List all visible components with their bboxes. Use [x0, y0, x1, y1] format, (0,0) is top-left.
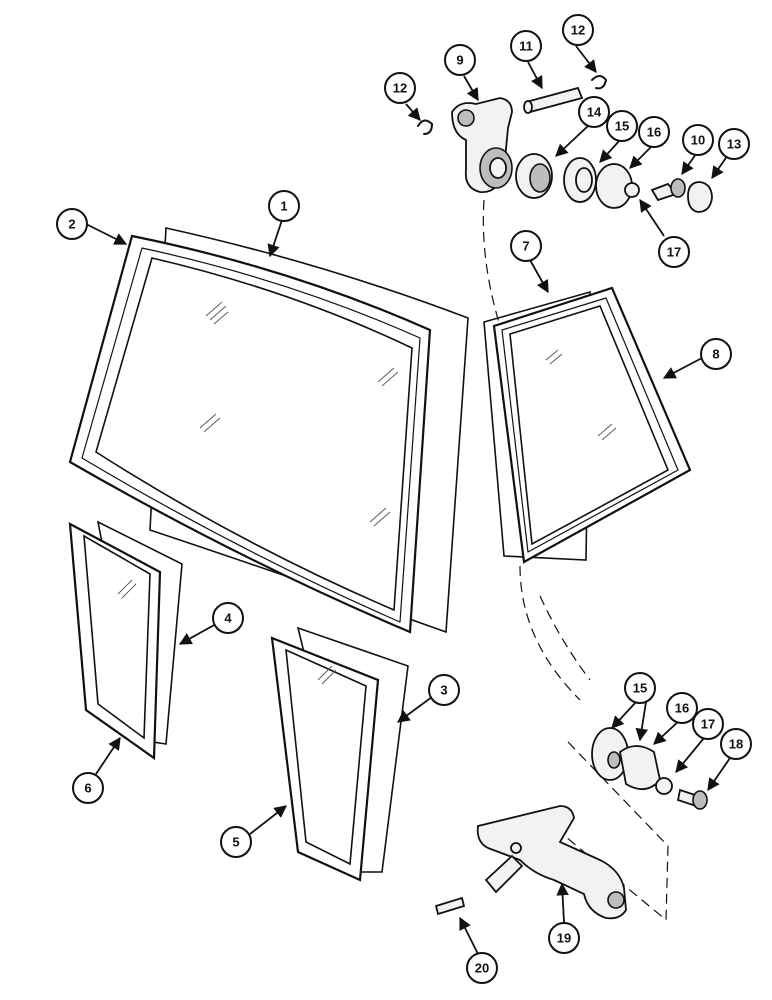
center-quarter-seal [270, 636, 380, 882]
callout-13: 13 [718, 128, 750, 160]
callout-label: 15 [615, 119, 629, 134]
callout-label: 6 [84, 781, 91, 796]
callout-17-lower: 17 [692, 708, 724, 740]
callout-18: 18 [720, 728, 752, 760]
dashed-mounting-plane [559, 741, 669, 922]
callout-8: 8 [700, 338, 732, 370]
callout-label: 9 [456, 53, 463, 68]
callout-label: 4 [224, 611, 232, 626]
callout-label: 8 [712, 347, 719, 362]
callout-label: 16 [647, 125, 661, 140]
callout-label: 13 [727, 137, 741, 152]
windscreen-seal [68, 234, 432, 634]
callout-16-upper: 16 [638, 116, 670, 148]
callout-19: 19 [548, 922, 580, 954]
callout-label: 18 [729, 737, 743, 752]
callout-17-upper: 17 [658, 236, 690, 268]
callout-label: 17 [701, 717, 715, 732]
callout-4: 4 [212, 602, 244, 634]
callout-15-upper: 15 [606, 110, 638, 142]
callout-label: 14 [587, 105, 602, 120]
callout-label: 15 [633, 681, 647, 696]
callout-label: 11 [519, 39, 533, 54]
callout-20: 20 [466, 952, 498, 984]
callout-6: 6 [72, 772, 104, 804]
callout-12-right: 12 [562, 14, 594, 46]
callout-label: 16 [675, 701, 689, 716]
assembly-path-lower [539, 595, 591, 681]
callout-7: 7 [510, 230, 542, 262]
callout-label: 12 [571, 23, 585, 38]
callout-label: 1 [280, 199, 287, 214]
left-quarter-seal [68, 522, 162, 761]
callout-5: 5 [220, 826, 252, 858]
callout-2: 2 [56, 208, 88, 240]
callout-label: 10 [691, 133, 705, 148]
callout-3: 3 [428, 674, 460, 706]
assembly-path-mid [519, 565, 581, 701]
callout-14: 14 [578, 96, 610, 128]
callout-label: 2 [68, 217, 75, 232]
callout-9: 9 [444, 44, 476, 76]
callout-label: 12 [393, 81, 407, 96]
callout-16-lower: 16 [666, 692, 698, 724]
callout-12-left: 12 [384, 72, 416, 104]
callout-label: 7 [522, 239, 529, 254]
leader-lines [85, 45, 731, 955]
callout-label: 5 [232, 835, 239, 850]
hinge-assembly-lower [434, 727, 708, 920]
callout-label: 3 [440, 683, 447, 698]
callout-15-lower: 15 [624, 672, 656, 704]
callout-11: 11 [510, 30, 542, 62]
callout-label: 20 [475, 961, 489, 976]
side-window-seal [492, 286, 692, 564]
callout-1: 1 [268, 190, 300, 222]
callout-10: 10 [682, 124, 714, 156]
assembly-path-upper [482, 199, 501, 327]
callout-label: 19 [557, 931, 571, 946]
callout-label: 17 [667, 245, 681, 260]
hinge-assembly-upper [417, 75, 713, 213]
